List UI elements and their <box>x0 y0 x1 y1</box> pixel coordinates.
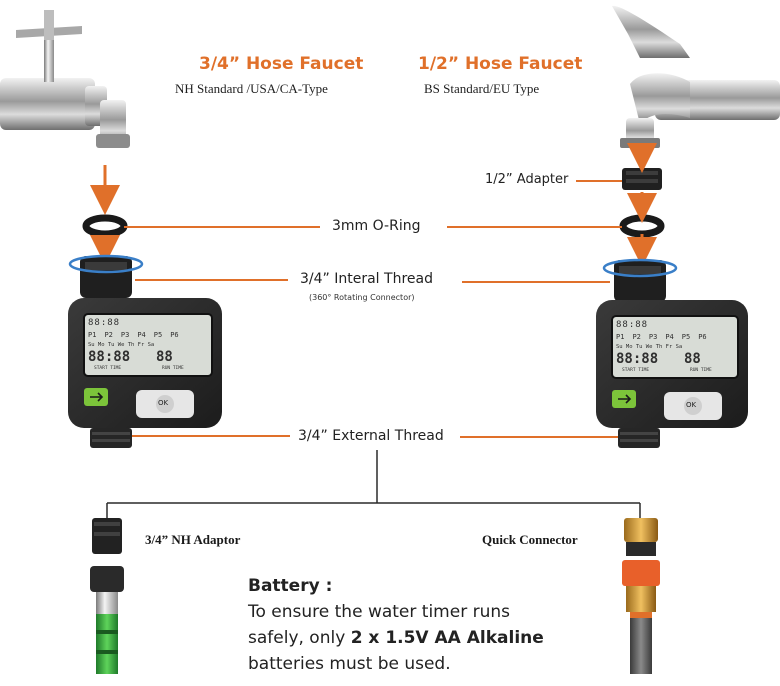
left-lcd-run-time: RUN TIME <box>162 366 184 371</box>
left-lcd-clock-top: 88:88 <box>88 318 121 328</box>
right-lcd-clock: 88:88 <box>616 351 659 367</box>
lcd-program: P2 <box>104 331 113 339</box>
right-lcd-days: Su Mo Tu We Th Fr Sa <box>616 344 683 350</box>
left-lcd-duration: 88 <box>156 349 173 365</box>
adapter-image <box>622 168 662 190</box>
lcd-program: P6 <box>170 331 179 339</box>
battery-line-2-text: safely, only <box>248 628 351 648</box>
right-lcd-programs: P1 P2 P3 P4 P5 P6 <box>616 333 707 341</box>
lcd-program: P3 <box>648 333 658 341</box>
right-lcd-duration: 88 <box>684 351 701 367</box>
right-lcd-run-time: RUN TIME <box>690 368 712 373</box>
right-faucet-standard: BS Standard/EU Type <box>424 81 540 96</box>
left-faucet-standard: NH Standard /USA/CA-Type <box>175 81 328 96</box>
right-o-ring-image <box>619 214 665 238</box>
right-lcd-screen: 88:88 P1 P2 P3 P4 P5 P6 Su Mo Tu We Th F… <box>614 318 736 376</box>
battery-heading: Battery : <box>248 576 333 596</box>
lcd-program: P4 <box>665 333 674 341</box>
external-thread-label: 3/4” External Thread <box>298 428 444 444</box>
battery-type: 2 x 1.5V AA Alkaline <box>350 628 544 648</box>
battery-line-3: batteries must be used. <box>248 654 451 674</box>
left-lcd-screen: 88:88 P1 P2 P3 P4 P5 P6 Su Mo Tu We Th F… <box>86 316 210 374</box>
right-timer-device <box>596 258 748 448</box>
internal-thread-note: (360° Rotating Connector) <box>309 293 415 302</box>
battery-line-2: safely, only 2 x 1.5V AA Alkaline <box>248 625 544 651</box>
callout-lines <box>120 180 622 438</box>
right-faucet-title: 1/2” Hose Faucet <box>418 54 583 74</box>
left-lcd-days: Su Mo Tu We Th Fr Sa <box>88 342 155 348</box>
left-faucet-image <box>0 10 130 148</box>
lcd-program: P5 <box>153 331 163 339</box>
nh-adaptor-label: 3/4” NH Adaptor <box>145 532 241 547</box>
left-faucet-title: 3/4” Hose Faucet <box>199 54 364 74</box>
nh-adaptor-hose-image <box>90 518 124 674</box>
lcd-program: P2 <box>632 333 641 341</box>
o-ring-label: 3mm O-Ring <box>332 218 421 234</box>
adapter-label: 1/2” Adapter <box>485 172 569 187</box>
left-lcd-programs: P1 P2 P3 P4 P5 P6 <box>88 331 179 339</box>
right-faucet-image <box>612 5 780 148</box>
left-o-ring-image <box>82 214 128 238</box>
left-lcd-start-time: START TIME <box>94 366 122 371</box>
battery-line-1: To ensure the water timer runs <box>248 602 510 622</box>
flow-arrows <box>90 143 657 267</box>
battery-note: Battery : To ensure the water timer runs… <box>248 573 544 677</box>
tree-lines <box>106 450 641 518</box>
lcd-program: P5 <box>681 333 691 341</box>
quick-connector-hose-image <box>622 518 660 674</box>
lcd-program: P4 <box>137 331 146 339</box>
lcd-program: P6 <box>698 333 707 341</box>
left-timer-device <box>68 254 222 448</box>
quick-connector-label: Quick Connector <box>482 532 578 547</box>
left-lcd-clock: 88:88 <box>88 349 131 365</box>
right-lcd-clock-top: 88:88 <box>616 320 649 330</box>
lcd-program: P3 <box>120 331 130 339</box>
lcd-program: P1 <box>88 331 97 339</box>
right-ok-button: OK <box>686 401 697 409</box>
right-lcd-start-time: START TIME <box>622 368 650 373</box>
internal-thread-label: 3/4” Interal Thread <box>300 271 433 287</box>
lcd-program: P1 <box>616 333 625 341</box>
left-ok-button: OK <box>158 399 169 407</box>
